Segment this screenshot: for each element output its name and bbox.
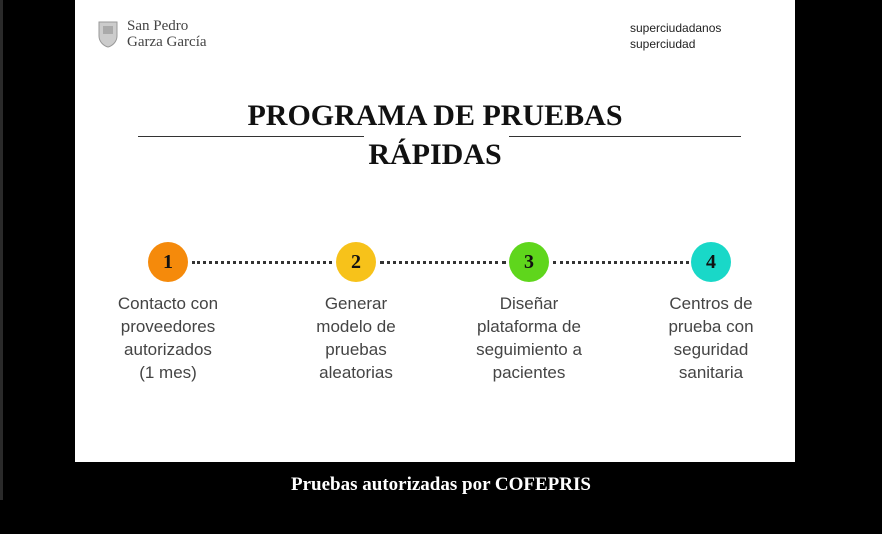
step-line: proveedores (120, 317, 216, 336)
step-line: seguridad (673, 340, 749, 359)
step-line: aleatorias (319, 363, 393, 382)
connector-3-4 (553, 261, 689, 264)
title-line-2: RÁPIDAS (368, 138, 502, 171)
window-edge (0, 0, 3, 500)
handle-2: superciudad (630, 37, 696, 51)
step-line: Centros de (669, 294, 753, 313)
step-number-3: 3 (509, 242, 549, 282)
step-description-1: Contacto con proveedores autorizados (1 mes… (83, 292, 253, 384)
step-line: plataforma de (477, 317, 581, 336)
step-number-4: 4 (691, 242, 731, 282)
org-line-2: Garza García (127, 34, 207, 50)
step-line: Generar (324, 294, 388, 313)
step-line: (1 mes) (139, 363, 197, 382)
step-number-2: 2 (336, 242, 376, 282)
step-line: modelo de (316, 317, 396, 336)
step-description-4: Centros de prueba con seguridad sanitaria (626, 292, 796, 384)
step-line: Diseñar (499, 294, 559, 313)
divider-left (138, 136, 364, 137)
social-handles: superciudadanos superciudad (630, 20, 721, 52)
step-description-2: Generar modelo de pruebas aleatorias (271, 292, 441, 384)
coat-of-arms-icon (98, 21, 118, 48)
organization-name: San Pedro Garza García (127, 18, 207, 50)
connector-2-3 (380, 261, 506, 264)
step-description-3: Diseñar plataforma de seguimiento a pacient… (444, 292, 614, 384)
handle-1: superciudadanos (630, 21, 722, 35)
step-line: autorizados (124, 340, 212, 359)
step-line: prueba con (668, 317, 754, 336)
step-line: sanitaria (678, 363, 744, 382)
step-line: Contacto con (117, 294, 219, 313)
step-line: pacientes (492, 363, 566, 382)
step-number-1: 1 (148, 242, 188, 282)
slide: San Pedro Garza García superciudadanos s… (75, 0, 795, 462)
connector-1-2 (192, 261, 332, 264)
title-line-1: PROGRAMA DE PRUEBAS (247, 99, 623, 132)
org-line-1: San Pedro (127, 18, 189, 34)
step-line: pruebas (325, 340, 387, 359)
divider-right (509, 136, 741, 137)
step-line: seguimiento a (476, 340, 582, 359)
caption: Pruebas autorizadas por COFEPRIS (291, 474, 591, 495)
